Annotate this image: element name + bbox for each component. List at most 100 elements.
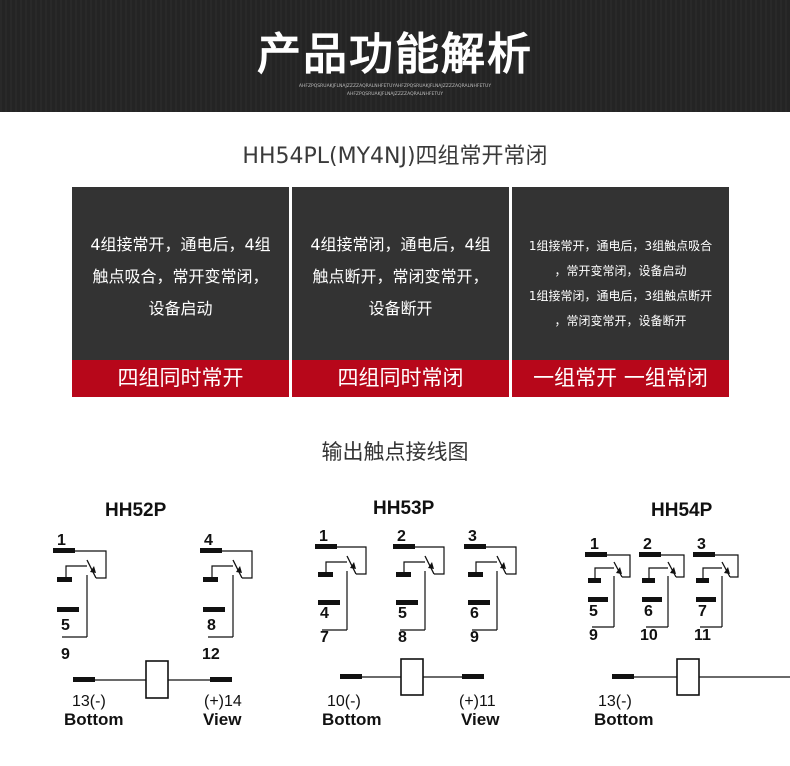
- coil-terminal-bar: [462, 674, 484, 679]
- switch-blade: [721, 561, 731, 578]
- contact-bar: [468, 572, 483, 577]
- terminal-label: 7: [698, 603, 707, 620]
- terminal-label: 5: [398, 605, 407, 622]
- terminal-bar: [696, 597, 716, 602]
- model-title: HH54PL(MY4NJ)四组常开常闭: [242, 144, 548, 169]
- switch-arrow-icon: [428, 562, 434, 569]
- terminal-label: 9: [61, 646, 70, 663]
- contact-group: 1 5 9: [585, 536, 631, 644]
- coil: 13(-) (+)14 Bottom View: [64, 660, 242, 729]
- coil-label-left: 10(-): [327, 693, 361, 710]
- wiring-diagrams: HH52P 1 5 9 4: [53, 498, 790, 729]
- terminal-label: 9: [470, 629, 479, 646]
- terminal-label: 2: [643, 536, 652, 553]
- terminal-label: 5: [61, 617, 70, 634]
- card-description: 4组接常开，通电后，4组 触点吸合，常开变常闭， 设备启动: [72, 229, 289, 325]
- common-wire: [415, 546, 445, 575]
- card-line: 4组接常开，通电后，4组: [90, 235, 271, 254]
- terminal-label: 12: [202, 646, 220, 663]
- card-footer: 四组同时常开: [72, 360, 289, 397]
- coil-terminal-bar: [612, 674, 634, 679]
- switch-arrow-icon: [236, 566, 242, 573]
- terminal-label: 5: [589, 603, 598, 620]
- contact-bar: [57, 577, 72, 582]
- card-line: 设备断开: [368, 299, 433, 318]
- diagram-hh52p: HH52P 1 5 9 4: [53, 500, 253, 729]
- contact-bar: [203, 577, 218, 582]
- decorative-subtitle-2: AHFZPQSRUAKJFLNAJZZZZAQRALNHFETUY: [346, 92, 444, 97]
- common-wire: [486, 546, 517, 575]
- function-card-normally-open: 4组接常开，通电后，4组 触点吸合，常开变常闭， 设备启动 四组同时常开: [72, 187, 289, 397]
- card-footer: 一组常开 一组常闭: [512, 360, 729, 397]
- view-label: View: [461, 710, 500, 729]
- switch-arrow-icon: [90, 566, 96, 573]
- bottom-label: Bottom: [322, 710, 381, 729]
- card-line: 触点断开，常闭变常开，: [312, 267, 489, 286]
- switch-arrow-icon: [670, 567, 676, 574]
- terminal-bar: [639, 552, 661, 557]
- terminal-label: 4: [204, 532, 213, 549]
- page-title: 产品功能解析: [257, 29, 533, 80]
- common-wire: [661, 554, 685, 578]
- coil-terminal-bar: [210, 677, 232, 682]
- contact-bar: [318, 572, 333, 577]
- terminal-bar: [464, 544, 486, 549]
- coil-label-right: (+)11: [459, 693, 496, 710]
- card-line: 1组接常闭，通电后，3组触点断开: [528, 289, 713, 303]
- contact-group: 4 8 12: [200, 532, 253, 663]
- terminal-label: 1: [319, 528, 328, 545]
- bottom-label: Bottom: [64, 710, 123, 729]
- common-wire: [337, 546, 367, 575]
- diagram-title: HH53P: [373, 498, 435, 519]
- diagram-hh54p: HH54P 1 5 9 2: [585, 500, 790, 729]
- terminal-bar: [642, 597, 662, 602]
- card-line: 1组接常开，通电后，3组触点吸合: [528, 239, 713, 253]
- terminal-bar: [57, 607, 79, 612]
- header-banner: 产品功能解析 AHFZPQSRUAKJFLNAJZZZZAQRALNHFETUY…: [0, 0, 790, 112]
- common-wire: [715, 554, 739, 578]
- terminal-label: 8: [398, 629, 407, 646]
- coil: 10(-) (+)11 Bottom View: [322, 658, 500, 729]
- terminal-bar: [396, 600, 418, 605]
- coil-terminal-bar: [73, 677, 95, 682]
- common-wire: [75, 550, 107, 579]
- terminal-label: 7: [320, 629, 329, 646]
- terminal-label: 11: [694, 627, 711, 644]
- switch-blade: [232, 559, 243, 579]
- coil-label-left: 13(-): [72, 693, 106, 710]
- terminal-label: 2: [397, 528, 406, 545]
- switch-arrow-icon: [724, 567, 730, 574]
- wiring-section-title: 输出触点接线图: [321, 440, 469, 464]
- coil-box: [400, 658, 424, 696]
- terminal-bar: [200, 548, 222, 553]
- switch-blade: [667, 561, 677, 578]
- card-description: 1组接常开，通电后，3组触点吸合 ，常开变常闭，设备启动 1组接常闭，通电后，3…: [512, 234, 729, 334]
- card-line: 4组接常闭，通电后，4组: [310, 235, 491, 254]
- terminal-label: 1: [590, 536, 599, 553]
- terminal-bar: [588, 597, 608, 602]
- contact-group: 2 6 10: [639, 536, 685, 644]
- card-description: 4组接常闭，通电后，4组 触点断开，常闭变常开， 设备断开: [292, 229, 509, 325]
- terminal-label: 6: [470, 605, 479, 622]
- function-card-normally-closed: 4组接常闭，通电后，4组 触点断开，常闭变常开， 设备断开 四组同时常闭: [292, 187, 509, 397]
- contact-group: 1 5 9: [53, 532, 107, 663]
- card-footer: 四组同时常闭: [292, 360, 509, 397]
- coil-box: [676, 658, 700, 696]
- switch-arrow-icon: [350, 562, 356, 569]
- terminal-bar: [693, 552, 715, 557]
- switch-blade: [613, 561, 623, 578]
- terminal-label: 1: [57, 532, 66, 549]
- terminal-label: 4: [320, 605, 329, 622]
- coil-label-right: (+)14: [204, 693, 242, 710]
- terminal-bar: [318, 600, 340, 605]
- common-wire: [222, 550, 253, 579]
- contact-group: 3 7 11: [693, 536, 739, 644]
- terminal-label: 9: [589, 627, 598, 644]
- terminal-bar: [585, 552, 607, 557]
- card-line: ，常开变常闭，设备启动: [554, 264, 687, 278]
- card-line: 触点吸合，常开变常闭，: [92, 267, 269, 286]
- switch-arrow-icon: [616, 567, 622, 574]
- coil: 13(-) Bottom: [594, 658, 790, 729]
- switch-blade: [424, 555, 435, 575]
- terminal-bar: [315, 544, 337, 549]
